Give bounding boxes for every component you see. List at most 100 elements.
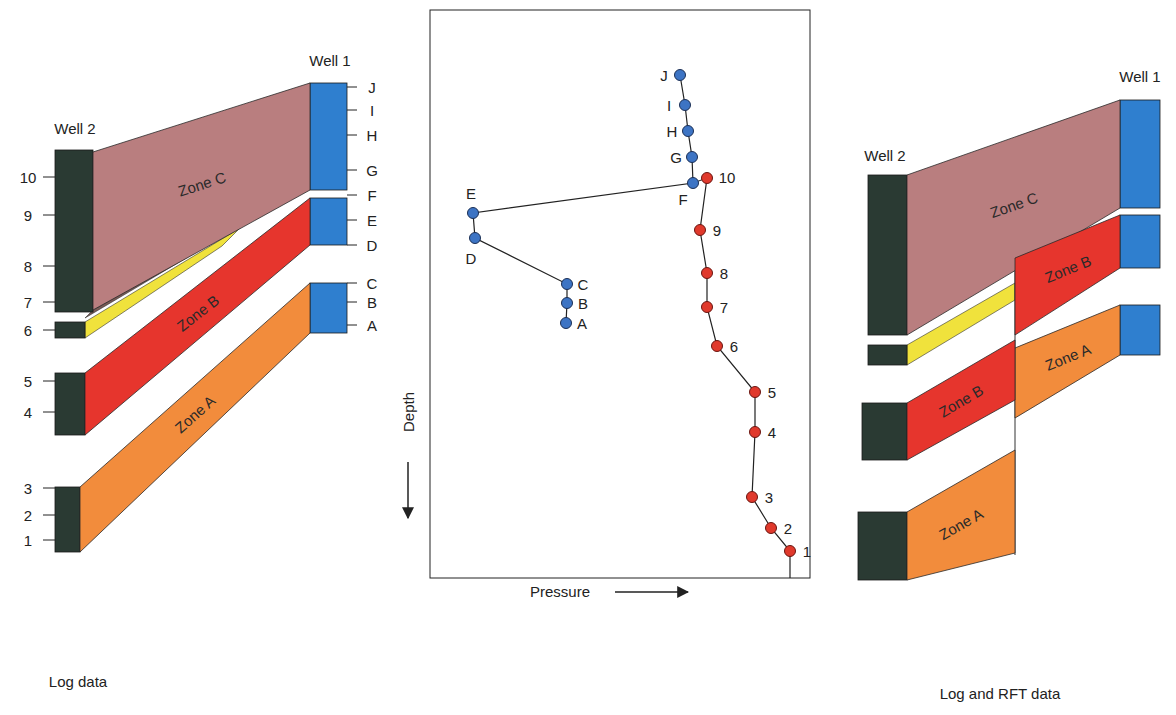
pressure-point: [688, 178, 699, 189]
depth-tick: [347, 195, 357, 196]
depth-marker: 5: [24, 374, 32, 389]
depth-tick: [347, 283, 357, 284]
pressure-profile: [700, 178, 790, 578]
zone-band: Zone A: [1015, 305, 1120, 418]
pressure-point: [683, 126, 694, 137]
well-column: [862, 403, 907, 460]
well-column: [310, 198, 347, 245]
pressure-point: [702, 173, 713, 184]
well-name: Well 2: [864, 148, 905, 163]
pressure-point: [712, 341, 723, 352]
point-label: I: [667, 98, 671, 113]
point-label: 7: [720, 300, 728, 315]
point-label: 8: [720, 266, 728, 281]
pressure-point: [747, 492, 758, 503]
zone-band: Zone A: [80, 283, 310, 552]
pressure-point: [695, 225, 706, 236]
point-label: 9: [713, 223, 721, 238]
point-label: D: [466, 251, 477, 266]
depth-tick: [43, 488, 55, 489]
depth-marker: 9: [24, 208, 32, 223]
point-label: 1: [803, 544, 811, 559]
zone-band: Zone B: [907, 340, 1015, 460]
well-column: [310, 83, 347, 190]
plot-frame: [430, 10, 810, 578]
depth-marker: 8: [24, 259, 32, 274]
zone-band: Zone C: [907, 100, 1120, 335]
depth-marker: C: [367, 276, 378, 291]
pressure-point: [470, 233, 481, 244]
panel-caption: Log data: [49, 674, 107, 689]
depth-tick: [347, 110, 357, 111]
depth-tick: [347, 87, 357, 88]
depth-marker: G: [366, 163, 378, 178]
depth-marker: A: [367, 318, 377, 333]
pressure-point: [687, 152, 698, 163]
depth-tick: [347, 245, 357, 246]
depth-marker: D: [367, 238, 378, 253]
pressure-point: [750, 387, 761, 398]
depth-tick: [347, 135, 357, 136]
depth-marker: I: [370, 103, 374, 118]
well-column: [1120, 215, 1160, 268]
well-name: Well 1: [309, 53, 350, 68]
pressure-point: [680, 100, 691, 111]
point-label: J: [660, 68, 668, 83]
depth-marker: E: [367, 213, 377, 228]
well-column: [1120, 100, 1160, 208]
depth-marker: 1: [24, 533, 32, 548]
pressure-point: [468, 208, 479, 219]
depth-marker: 2: [24, 508, 32, 523]
well-column: [868, 345, 907, 365]
point-label: B: [578, 296, 588, 311]
point-label: 3: [765, 490, 773, 505]
depth-marker: 6: [24, 323, 32, 338]
depth-marker: J: [368, 80, 376, 95]
pressure-point: [702, 302, 713, 313]
panel-caption: Log and RFT data: [940, 686, 1061, 701]
point-label: 4: [768, 425, 776, 440]
well-column: [55, 150, 93, 312]
depth-tick: [43, 515, 55, 516]
axis-title: Pressure: [530, 584, 590, 599]
depth-tick: [43, 381, 55, 382]
pressure-point: [702, 268, 713, 279]
well-column: [55, 322, 85, 338]
depth-marker: F: [367, 188, 376, 203]
pressure-point: [766, 523, 777, 534]
depth-marker: B: [367, 295, 377, 310]
depth-marker: 7: [24, 295, 32, 310]
axis-title: Depth: [401, 392, 416, 432]
well-column: [310, 283, 347, 333]
zone-band: Zone A: [907, 450, 1015, 580]
pressure-point: [750, 427, 761, 438]
depth-tick: [347, 220, 357, 221]
pressure-point: [675, 70, 686, 81]
point-label: 5: [768, 385, 776, 400]
zone-shape: [907, 100, 1120, 335]
well-column: [55, 373, 85, 435]
point-label: C: [578, 277, 589, 292]
depth-marker: 4: [24, 405, 32, 420]
axis-arrow: [615, 591, 688, 593]
depth-tick: [43, 540, 55, 541]
depth-tick: [43, 266, 55, 267]
well-column: [1120, 305, 1160, 355]
depth-tick: [43, 177, 55, 178]
pressure-point: [562, 298, 573, 309]
depth-marker: 3: [24, 481, 32, 496]
point-label: 10: [719, 170, 736, 185]
zone-shape: [93, 83, 310, 310]
point-label: A: [577, 316, 587, 331]
point-label: F: [678, 192, 687, 207]
pressure-profile: [473, 75, 693, 323]
well-name: Well 1: [1119, 69, 1160, 84]
depth-tick: [347, 325, 357, 326]
zone-band: Zone C: [93, 83, 310, 310]
well-name: Well 2: [54, 121, 95, 136]
point-label: H: [667, 124, 678, 139]
pressure-point: [562, 279, 573, 290]
pressure-point: [561, 318, 572, 329]
point-label: E: [466, 186, 476, 201]
